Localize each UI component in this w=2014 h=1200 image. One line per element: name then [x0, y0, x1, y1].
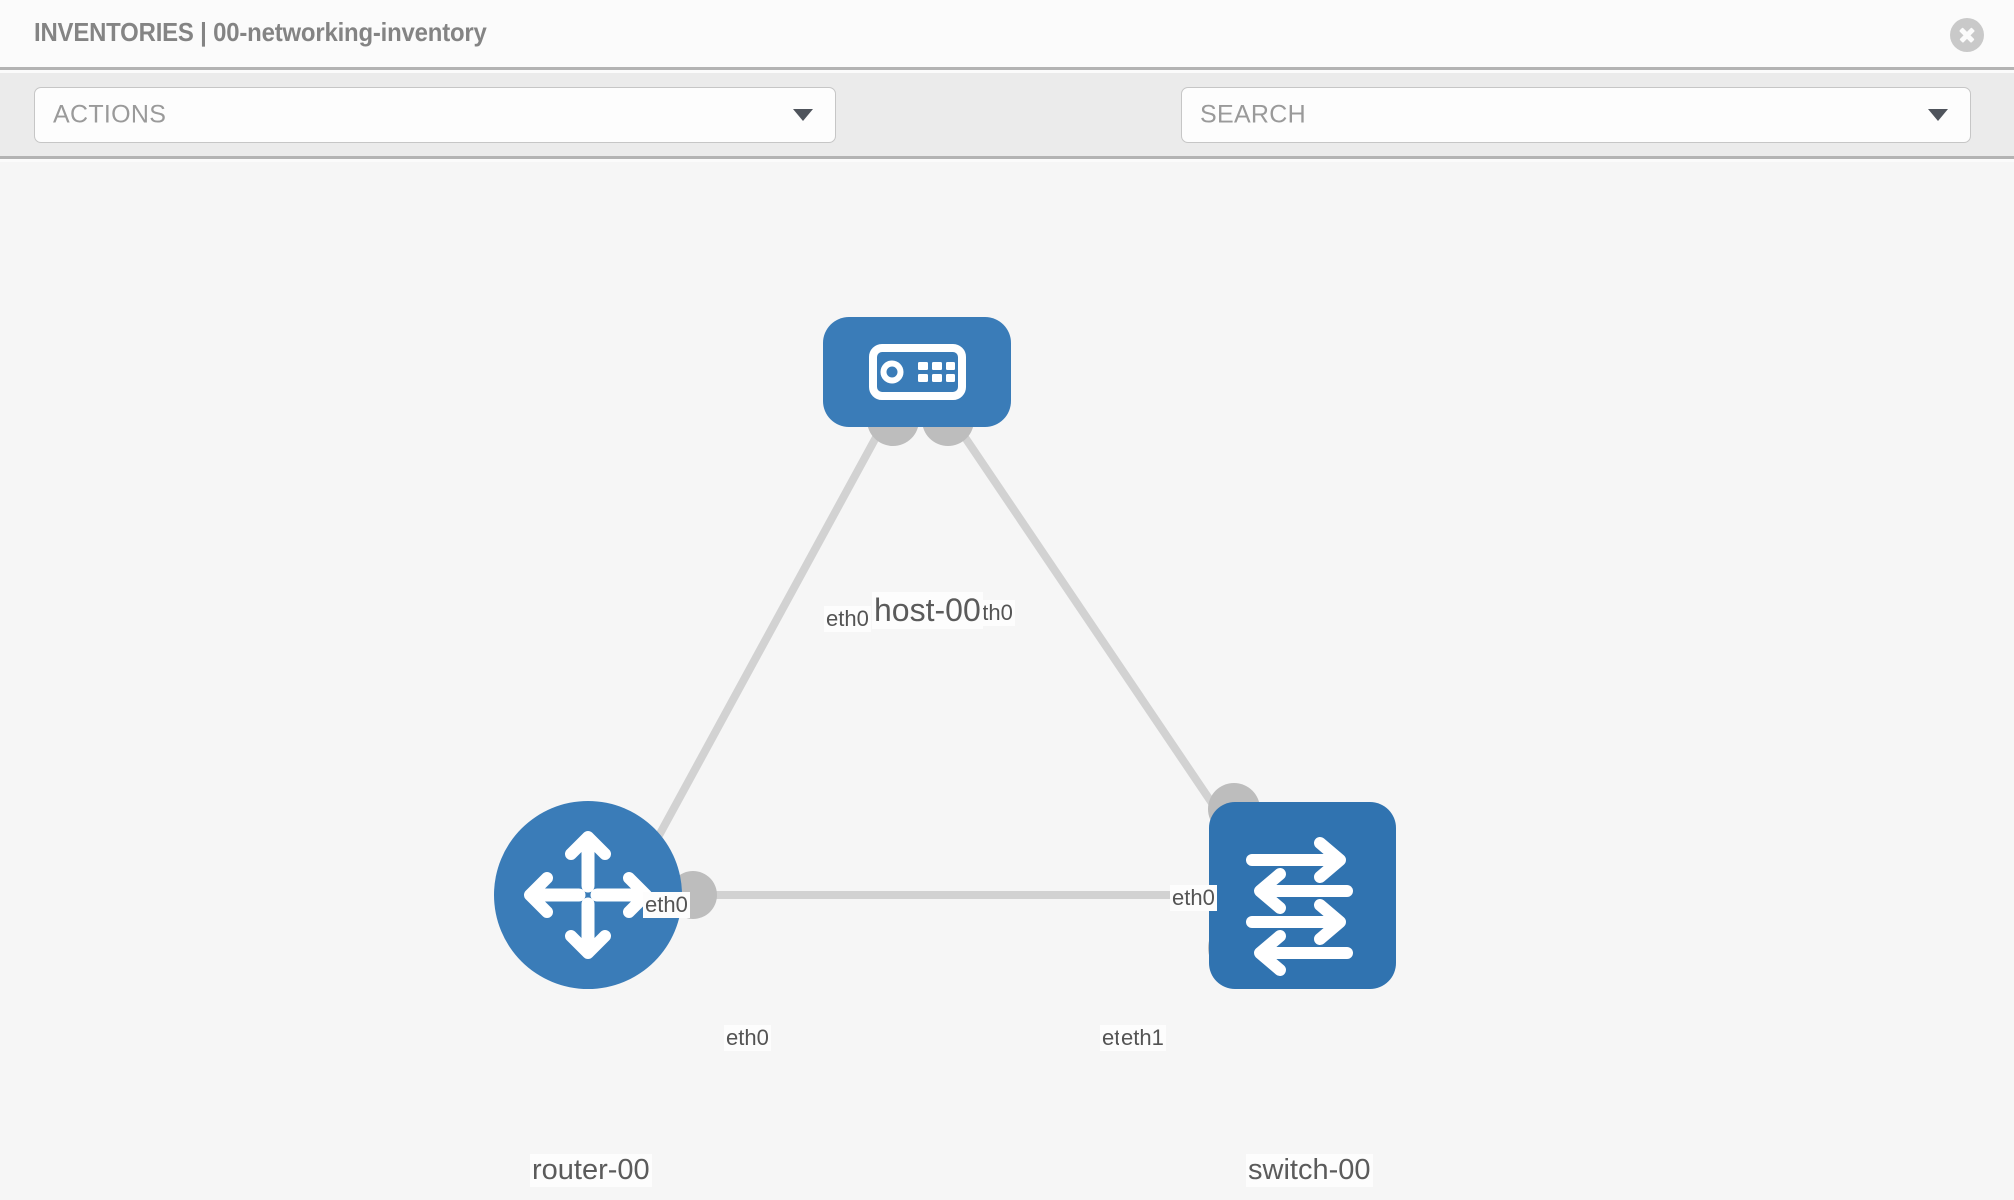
node-switch-00[interactable] — [1209, 802, 1396, 989]
page-header: INVENTORIES | 00-networking-inventory — [0, 0, 2014, 70]
interface-label-switch-eth1-left: eth1 — [1119, 1025, 1166, 1051]
close-icon[interactable] — [1950, 18, 1984, 52]
chevron-down-icon — [1928, 109, 1948, 121]
topology-links — [646, 427, 1249, 899]
toolbar: ACTIONS SEARCH — [0, 73, 2014, 209]
router-arrows-icon — [524, 831, 652, 959]
search-input[interactable]: SEARCH — [1181, 87, 1971, 143]
node-label-host: host-00 — [872, 592, 983, 629]
actions-dropdown[interactable]: ACTIONS — [34, 87, 836, 143]
node-host-00[interactable] — [823, 317, 1011, 427]
switch-arrows-icon — [1246, 837, 1353, 976]
interface-label-switch-eth0-up: eth0 — [1170, 885, 1217, 911]
topology-graph — [494, 317, 1396, 989]
node-label-router: router-00 — [530, 1154, 652, 1187]
server-icon — [869, 344, 966, 400]
search-placeholder: SEARCH — [1200, 100, 1306, 129]
page-title: INVENTORIES | 00-networking-inventory — [34, 17, 487, 47]
interface-label-router-eth0-right: eth0 — [724, 1025, 771, 1051]
actions-dropdown-label: ACTIONS — [53, 100, 167, 129]
interface-label-host-eth0-left: eth0 — [824, 606, 871, 632]
chevron-down-icon — [793, 109, 813, 121]
node-label-switch: switch-00 — [1246, 1154, 1373, 1187]
link-router-host[interactable] — [646, 428, 884, 854]
interface-label-router-eth0-up: eth0 — [643, 892, 690, 918]
link-host-switch[interactable] — [956, 427, 1249, 855]
topology-canvas[interactable]: host-00 router-00 switch-00 eth0 eth0 et… — [0, 162, 2014, 1200]
